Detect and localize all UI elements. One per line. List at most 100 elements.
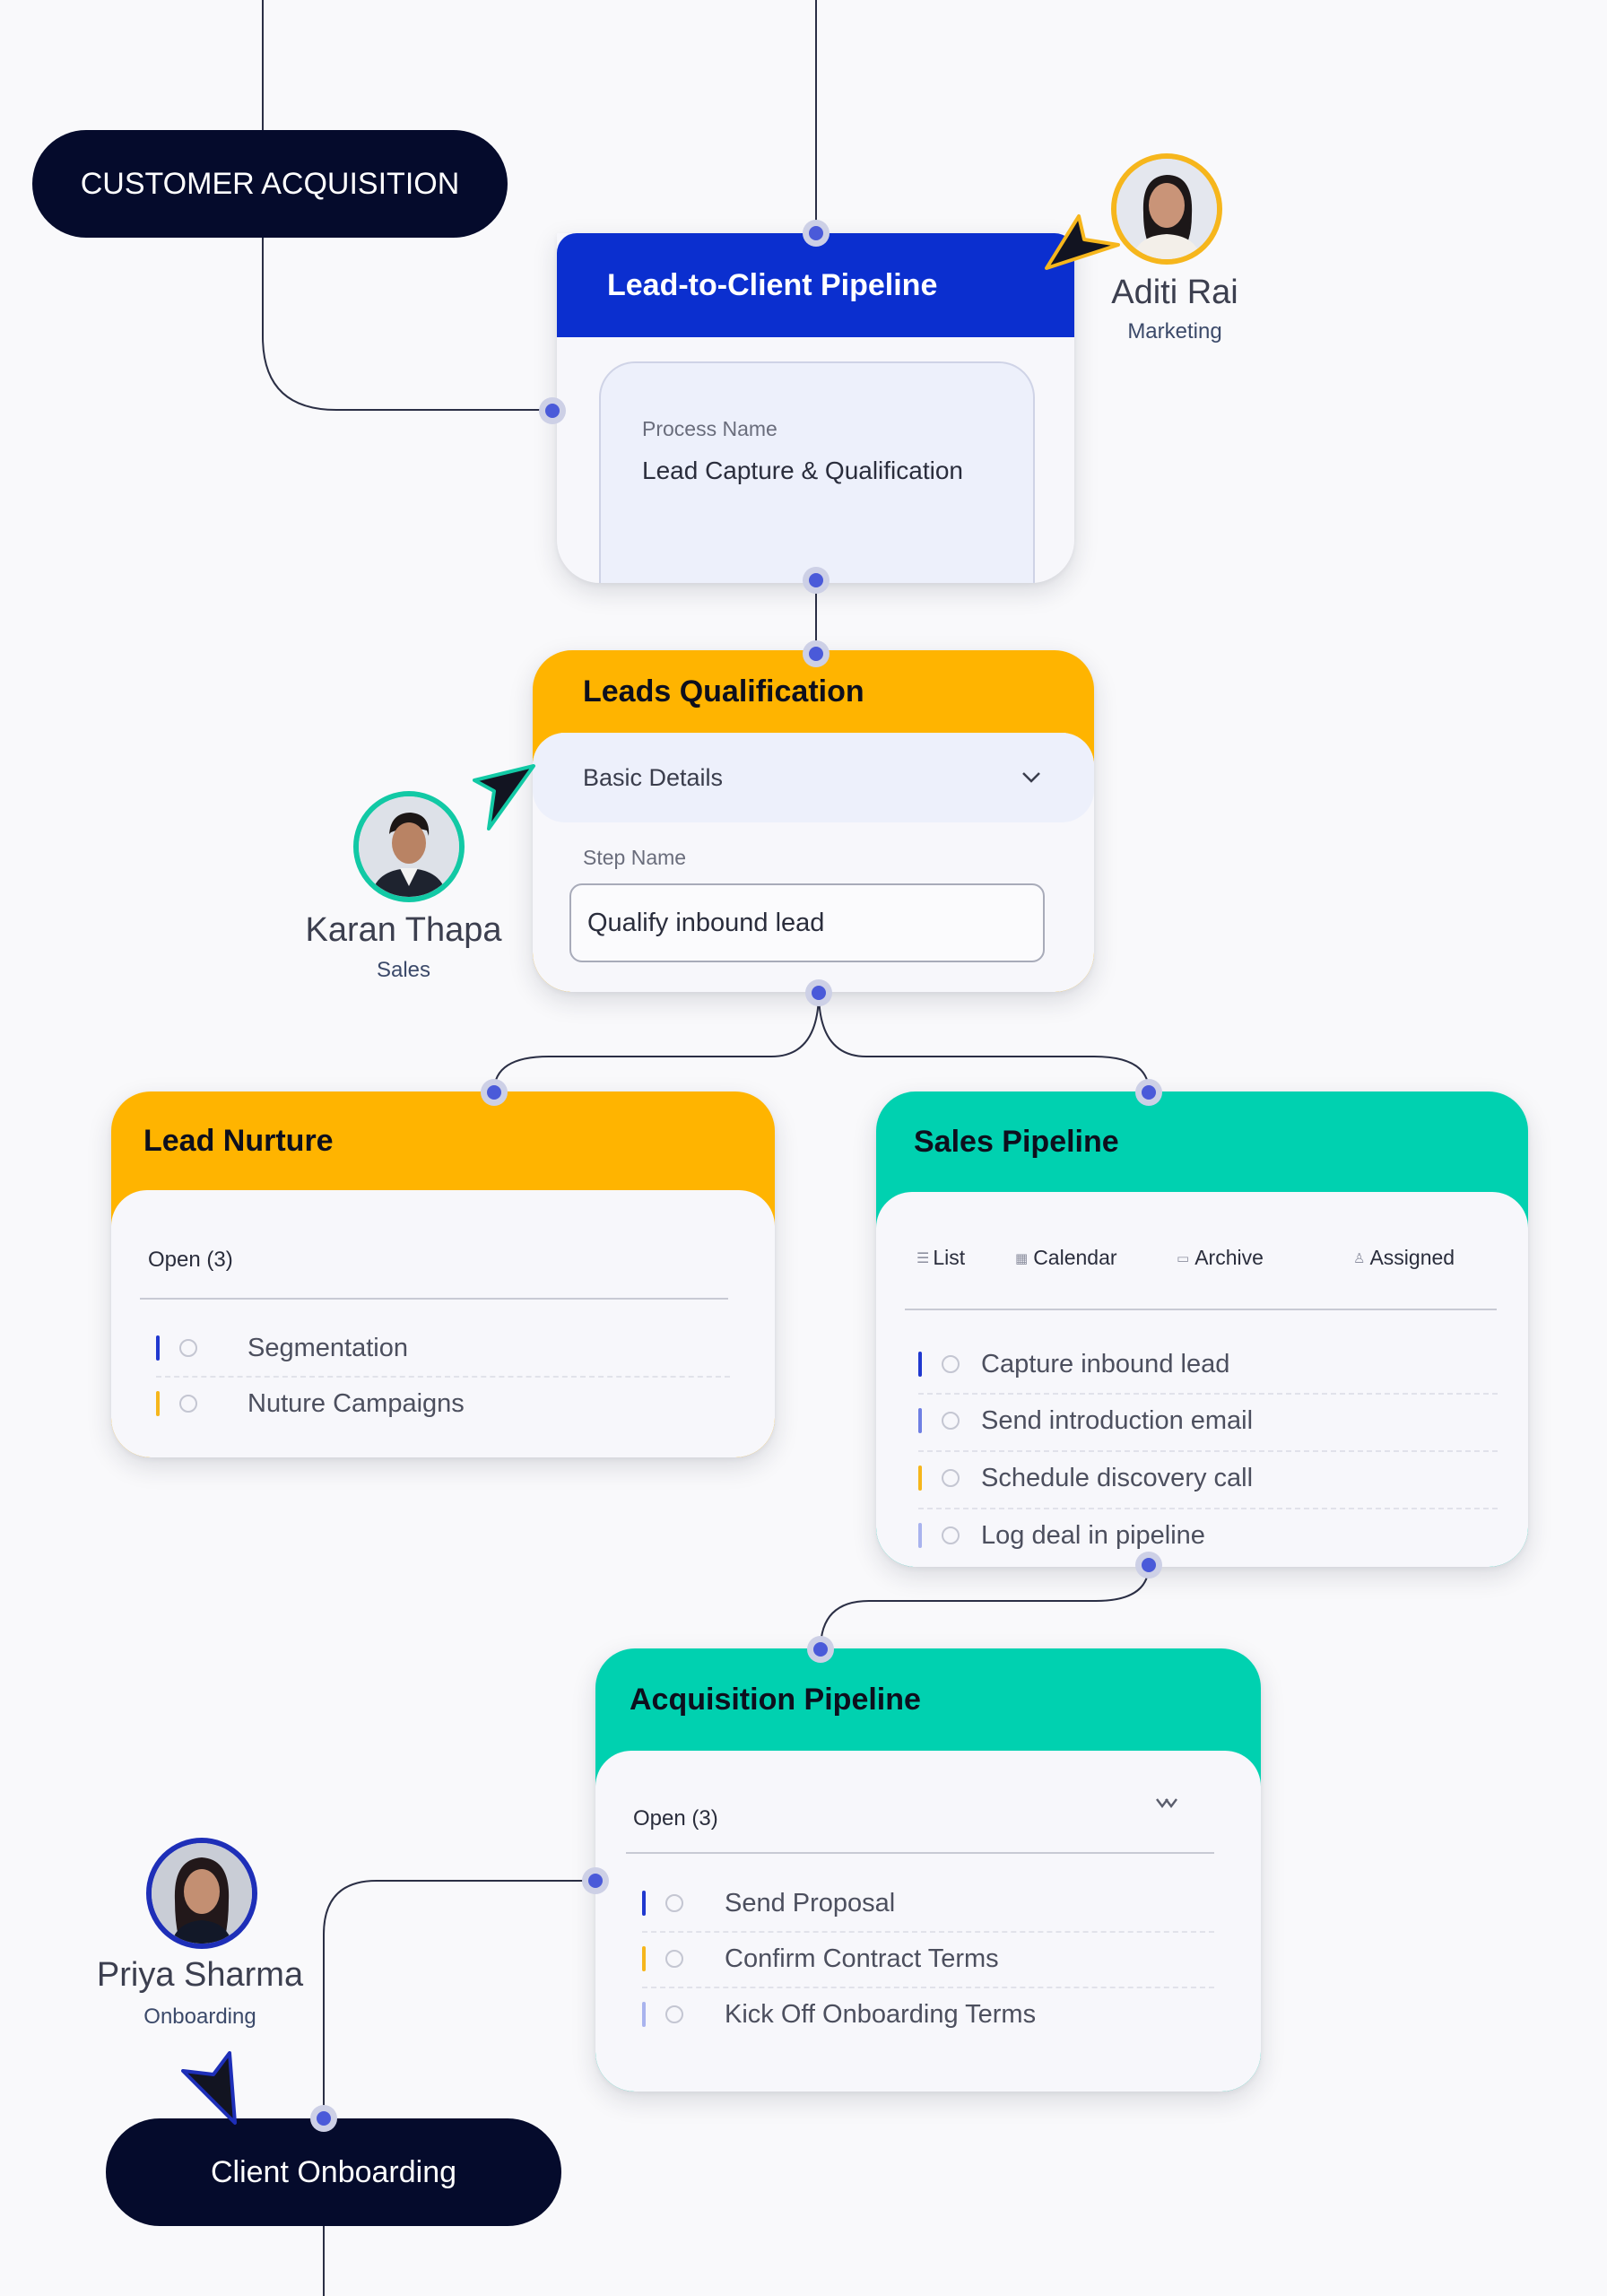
priority-bar (156, 1335, 160, 1361)
list-item[interactable]: Schedule discovery call (918, 1450, 1253, 1506)
priority-bar (642, 1946, 646, 1971)
acquisition-pipeline-header: Acquisition Pipeline (595, 1648, 1261, 1751)
cursor-arrow-icon (1045, 214, 1120, 270)
cursor-arrow-icon (473, 764, 535, 831)
connector-dot[interactable] (805, 979, 832, 1006)
priority-bar (156, 1391, 160, 1416)
person-icon: ♙ (1353, 1250, 1366, 1266)
process-name-field[interactable]: Process Name Lead Capture & Qualificatio… (599, 361, 1035, 583)
checkbox-circle-icon[interactable] (179, 1339, 197, 1357)
task-label: Kick Off Onboarding Terms (725, 1999, 1037, 2029)
person-role: Onboarding (143, 2005, 256, 2029)
person-photo-icon (1116, 159, 1217, 259)
connector-dot[interactable] (803, 220, 830, 247)
list-item[interactable]: Confirm Contract Terms (642, 1931, 999, 1987)
tab-archive-label: Archive (1194, 1246, 1264, 1269)
person-name: Priya Sharma (96, 1956, 304, 1994)
chevron-down-icon[interactable] (1021, 770, 1042, 785)
collapse-double-chevron-icon[interactable] (1155, 1797, 1178, 1813)
lead-to-client-title: Lead-to-Client Pipeline (607, 267, 938, 302)
priority-bar (918, 1523, 922, 1548)
list-item[interactable]: Send Proposal (642, 1875, 895, 1931)
row-divider (156, 1376, 730, 1378)
priority-bar (918, 1352, 922, 1377)
tab-assigned[interactable]: ♙ Assigned (1353, 1246, 1455, 1270)
divider (905, 1309, 1497, 1310)
basic-details-label: Basic Details (583, 763, 724, 791)
wire-sales-to-acquisition (820, 1564, 1150, 1650)
lead-nurture-card[interactable]: Lead Nurture Open (3) Segmentation Nutur… (111, 1091, 775, 1457)
view-tabs: ☰ List ▦ Calendar ▭ Archive ♙ Assigned (916, 1246, 1490, 1276)
connector-dot[interactable] (803, 567, 830, 594)
sales-pipeline-card[interactable]: Sales Pipeline ☰ List ▦ Calendar ▭ Archi… (876, 1091, 1528, 1567)
customer-acquisition-label: CUSTOMER ACQUISITION (80, 166, 460, 201)
step-name-input[interactable]: Qualify inbound lead (569, 883, 1045, 962)
list-item[interactable]: Send introduction email (918, 1393, 1253, 1448)
person-name: Karan Thapa (305, 911, 502, 949)
list-item[interactable]: Capture inbound lead (918, 1336, 1229, 1392)
task-label: Schedule discovery call (981, 1463, 1254, 1492)
client-onboarding-label: Client Onboarding (210, 2154, 457, 2189)
acquisition-pipeline-card[interactable]: Acquisition Pipeline Open (3) Send Propo… (595, 1648, 1261, 2092)
avatar-aditi-rai (1111, 153, 1222, 265)
sales-pipeline-header: Sales Pipeline (876, 1091, 1528, 1192)
row-divider (918, 1393, 1498, 1395)
list-item[interactable]: Nuture Campaigns (156, 1376, 465, 1431)
person-role: Marketing (1127, 319, 1222, 344)
list-item[interactable]: Log deal in pipeline (918, 1508, 1205, 1563)
avatar-karan-thapa (353, 791, 465, 902)
checkbox-circle-icon[interactable] (942, 1412, 960, 1430)
checkbox-circle-icon[interactable] (665, 1950, 683, 1968)
connector-dot[interactable] (803, 640, 830, 667)
task-label: Send Proposal (725, 1888, 896, 1918)
acquisition-pipeline-body: Open (3) Send Proposal Confirm Contract … (595, 1751, 1261, 2092)
tab-list[interactable]: ☰ List (916, 1246, 965, 1270)
tab-list-label: List (933, 1246, 966, 1269)
row-divider (642, 1931, 1214, 1933)
lead-to-client-card[interactable]: Lead-to-Client Pipeline Process Name Lea… (557, 233, 1074, 583)
connector-dot[interactable] (539, 397, 566, 424)
checkbox-circle-icon[interactable] (942, 1355, 960, 1373)
leads-qualification-header: Leads Qualification (533, 650, 1094, 733)
lead-to-client-header: Lead-to-Client Pipeline (557, 233, 1074, 337)
priority-bar (642, 1891, 646, 1916)
checkbox-circle-icon[interactable] (665, 2005, 683, 2023)
tab-calendar[interactable]: ▦ Calendar (1015, 1246, 1117, 1270)
folder-icon: ▭ (1177, 1250, 1190, 1266)
step-name-value: Qualify inbound lead (587, 908, 825, 937)
customer-acquisition-node[interactable]: CUSTOMER ACQUISITION (32, 130, 508, 238)
checkbox-circle-icon[interactable] (179, 1395, 197, 1413)
sales-pipeline-title: Sales Pipeline (914, 1124, 1119, 1159)
calendar-icon: ▦ (1015, 1250, 1029, 1266)
list-item[interactable]: Segmentation (156, 1320, 408, 1376)
connector-dot[interactable] (807, 1636, 834, 1663)
leads-qualification-card[interactable]: Leads Qualification Basic Details Step N… (533, 650, 1094, 992)
task-label: Send introduction email (981, 1405, 1254, 1435)
list-item[interactable]: Kick Off Onboarding Terms (642, 1987, 1036, 2042)
task-label: Log deal in pipeline (981, 1520, 1205, 1550)
divider (626, 1852, 1214, 1854)
connector-dot[interactable] (310, 2105, 337, 2132)
leads-qualification-title: Leads Qualification (583, 674, 864, 709)
checkbox-circle-icon[interactable] (942, 1526, 960, 1544)
connector-dot[interactable] (582, 1867, 609, 1894)
lead-nurture-body: Open (3) Segmentation Nuture Campaigns (111, 1190, 775, 1457)
list-icon: ☰ (916, 1250, 930, 1266)
connector-dot[interactable] (1135, 1079, 1162, 1106)
connector-dot[interactable] (481, 1079, 508, 1106)
acquisition-pipeline-title: Acquisition Pipeline (630, 1682, 921, 1717)
open-count-label: Open (3) (148, 1248, 233, 1272)
person-photo-icon (359, 796, 459, 897)
priority-bar (918, 1465, 922, 1491)
tab-archive[interactable]: ▭ Archive (1177, 1246, 1264, 1270)
connector-dot[interactable] (1135, 1552, 1162, 1578)
client-onboarding-node[interactable]: Client Onboarding (106, 2118, 561, 2226)
basic-details-accordion[interactable]: Basic Details (533, 733, 1094, 822)
checkbox-circle-icon[interactable] (665, 1894, 683, 1912)
cursor-arrow-icon (181, 2051, 237, 2125)
checkbox-circle-icon[interactable] (942, 1469, 960, 1487)
wire-qualification-to-sales (818, 991, 1150, 1092)
wire-start-to-pipeline (262, 233, 553, 411)
row-divider (918, 1508, 1498, 1509)
